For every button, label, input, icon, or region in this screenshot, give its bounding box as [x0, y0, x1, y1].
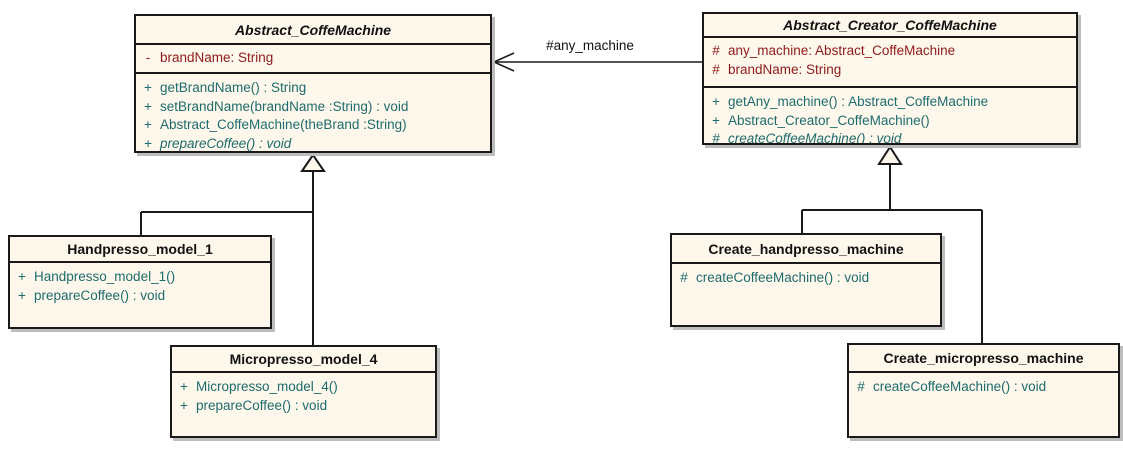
- method-row: + getAny_machine() : Abstract_CoffeMachi…: [704, 93, 1076, 112]
- attribute-text: any_machine: Abstract_CoffeMachine: [728, 43, 956, 58]
- class-title: Handpresso_model_1: [10, 237, 270, 263]
- visibility-public-icon: +: [180, 397, 188, 413]
- class-title: Create_micropresso_machine: [849, 345, 1118, 373]
- method-text: setBrandName(brandName :String) : void: [160, 98, 409, 114]
- attributes-compartment: # any_machine: Abstract_CoffeMachine # b…: [704, 38, 1076, 88]
- method-text: createCoffeeMachine() : void: [728, 131, 902, 143]
- method-row-abstract: # createCoffeeMachine() : void: [704, 130, 1076, 143]
- method-row: + prepareCoffee() : void: [172, 397, 435, 416]
- class-title: Abstract_Creator_CoffeMachine: [704, 14, 1076, 38]
- visibility-protected-icon: #: [857, 379, 865, 394]
- method-row: + prepareCoffee() : void: [10, 287, 270, 306]
- method-row: + getBrandName() : String: [136, 79, 490, 98]
- method-row: + setBrandName(brandName :String) : void: [136, 98, 490, 117]
- visibility-public-icon: +: [18, 287, 26, 303]
- method-row: + Abstract_Creator_CoffeMachine(): [704, 112, 1076, 131]
- method-row-abstract: + prepareCoffee() : void: [136, 135, 490, 152]
- method-row: + Handpresso_model_1(): [10, 268, 270, 287]
- class-title: Create_handpresso_machine: [672, 235, 940, 264]
- visibility-protected-icon: #: [712, 131, 720, 143]
- class-handpresso-model-1[interactable]: Handpresso_model_1 + Handpresso_model_1(…: [8, 235, 272, 329]
- methods-compartment: # createCoffeeMachine() : void: [849, 373, 1118, 436]
- attribute-row: # any_machine: Abstract_CoffeMachine: [704, 42, 1076, 61]
- visibility-public-icon: +: [712, 112, 720, 128]
- methods-compartment: + Micropresso_model_4() + prepareCoffee(…: [172, 373, 435, 436]
- attribute-row: # brandName: String: [704, 61, 1076, 80]
- visibility-public-icon: +: [144, 135, 152, 151]
- method-row: # createCoffeeMachine() : void: [849, 378, 1118, 397]
- association-label: #any_machine: [546, 38, 634, 53]
- method-text: createCoffeeMachine() : void: [873, 379, 1047, 394]
- visibility-public-icon: +: [144, 117, 152, 132]
- methods-compartment: + getBrandName() : String + setBrandName…: [136, 74, 490, 151]
- attribute-text: brandName: String: [728, 61, 842, 77]
- method-text: getBrandName() : String: [160, 80, 307, 95]
- visibility-public-icon: +: [144, 98, 152, 114]
- visibility-protected-icon: #: [712, 61, 720, 77]
- methods-compartment: + Handpresso_model_1() + prepareCoffee()…: [10, 263, 270, 327]
- methods-compartment: + getAny_machine() : Abstract_CoffeMachi…: [704, 88, 1076, 143]
- method-text: prepareCoffee() : void: [160, 135, 292, 151]
- association-open-arrowhead-icon: [492, 52, 515, 72]
- visibility-protected-icon: #: [680, 270, 688, 285]
- generalization-triangle-left-icon: [300, 153, 326, 172]
- class-title: Micropresso_model_4: [172, 347, 435, 373]
- visibility-public-icon: +: [712, 94, 720, 109]
- method-row: + Micropresso_model_4(): [172, 378, 435, 397]
- visibility-public-icon: +: [144, 80, 152, 95]
- class-create-micropresso-machine[interactable]: Create_micropresso_machine # createCoffe…: [847, 343, 1120, 438]
- class-title: Abstract_CoffeMachine: [136, 16, 490, 45]
- class-create-handpresso-machine[interactable]: Create_handpresso_machine # createCoffee…: [670, 233, 942, 327]
- class-micropresso-model-4[interactable]: Micropresso_model_4 + Micropresso_model_…: [170, 345, 437, 438]
- method-text: Micropresso_model_4(): [196, 379, 338, 394]
- class-abstract-coffemachine[interactable]: Abstract_CoffeMachine - brandName: Strin…: [134, 14, 492, 153]
- method-row: # createCoffeeMachine() : void: [672, 269, 940, 288]
- methods-compartment: # createCoffeeMachine() : void: [672, 264, 940, 325]
- visibility-public-icon: +: [18, 269, 26, 284]
- method-text: prepareCoffee() : void: [34, 287, 166, 303]
- method-text: getAny_machine() : Abstract_CoffeMachine: [728, 94, 989, 109]
- method-row: + Abstract_CoffeMachine(theBrand :String…: [136, 116, 490, 135]
- visibility-protected-icon: #: [712, 43, 720, 58]
- method-text: createCoffeeMachine() : void: [696, 270, 870, 285]
- generalization-triangle-right-icon: [877, 145, 903, 165]
- attribute-row: - brandName: String: [136, 49, 490, 68]
- method-text: Handpresso_model_1(): [34, 269, 176, 284]
- visibility-public-icon: +: [180, 379, 188, 394]
- class-abstract-creator-coffemachine[interactable]: Abstract_Creator_CoffeMachine # any_mach…: [702, 12, 1078, 145]
- attribute-text: brandName: String: [160, 50, 274, 65]
- visibility-private-icon: -: [145, 50, 151, 65]
- attributes-compartment: - brandName: String: [136, 45, 490, 74]
- method-text: Abstract_Creator_CoffeMachine(): [728, 112, 930, 128]
- method-text: prepareCoffee() : void: [196, 397, 328, 413]
- method-text: Abstract_CoffeMachine(theBrand :String): [160, 117, 407, 132]
